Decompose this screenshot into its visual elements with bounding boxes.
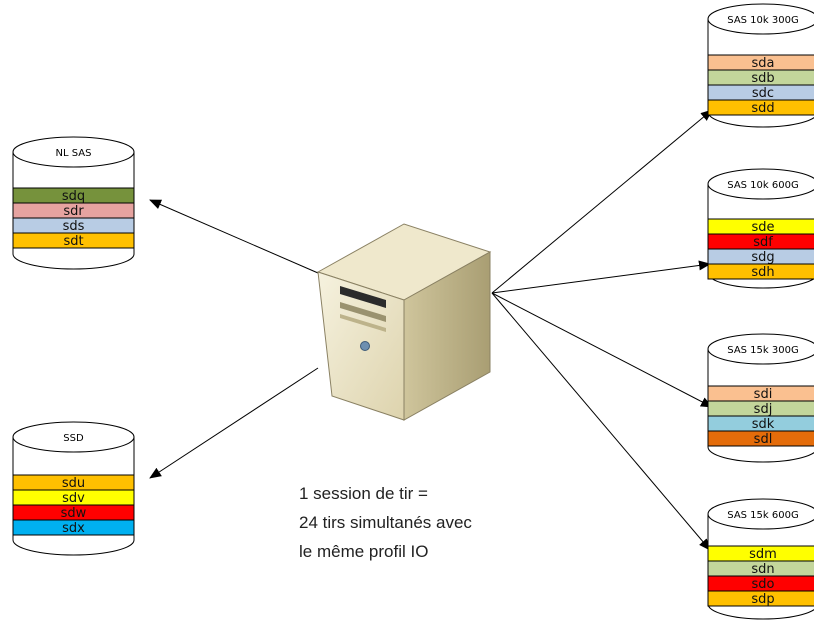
disk-label-sdk: sdk bbox=[752, 417, 775, 432]
group-title: SSD bbox=[63, 433, 84, 444]
disk-label-sdu: sdu bbox=[62, 476, 85, 491]
arrow-to-sas-15k-600g bbox=[491, 292, 711, 551]
disk-band-sdh bbox=[707, 263, 814, 280]
disk-band-sdp bbox=[707, 590, 814, 607]
cylinder-top bbox=[707, 168, 814, 200]
disk-label-sdg: sdg bbox=[751, 250, 774, 265]
disk-label-sdp: sdp bbox=[751, 592, 774, 607]
group-title: SAS 10k 300G bbox=[727, 15, 798, 26]
cylinder-top bbox=[707, 3, 814, 35]
disk-label-sdj: sdj bbox=[754, 402, 773, 417]
caption-line-1: 1 session de tir = bbox=[299, 484, 428, 503]
caption-line-2: 24 tirs simultanés avec bbox=[299, 513, 472, 532]
disk-label-sdr: sdr bbox=[63, 204, 84, 219]
arrow-to-ssd bbox=[149, 367, 319, 479]
disk-band-sdd bbox=[707, 99, 814, 116]
cylinder-top bbox=[707, 498, 814, 530]
group-title: NL SAS bbox=[56, 148, 92, 159]
cylinder-top bbox=[12, 136, 135, 168]
disk-label-sdf: sdf bbox=[753, 235, 773, 250]
disk-label-sde: sde bbox=[751, 220, 774, 235]
disk-label-sdv: sdv bbox=[62, 491, 85, 506]
group-title: SAS 15k 600G bbox=[727, 510, 798, 521]
disk-label-sdm: sdm bbox=[749, 547, 777, 562]
disk-label-sda: sda bbox=[752, 56, 775, 71]
disk-label-sdl: sdl bbox=[754, 432, 773, 447]
disk-label-sdd: sdd bbox=[751, 101, 774, 116]
caption: 1 session de tir = 24 tirs simultanés av… bbox=[299, 484, 472, 561]
disk-label-sdh: sdh bbox=[751, 265, 774, 280]
disk-band-sdl bbox=[707, 430, 814, 447]
arrow-to-sas-15k-300g bbox=[491, 292, 713, 408]
disk-label-sdc: sdc bbox=[752, 86, 774, 101]
connection-arrows bbox=[149, 109, 713, 551]
disk-label-sds: sds bbox=[63, 219, 85, 234]
cylinder-top bbox=[12, 421, 135, 453]
disk-label-sdi: sdi bbox=[754, 387, 773, 402]
cylinder-top bbox=[707, 333, 814, 365]
disk-band-sdx bbox=[12, 519, 135, 536]
arrow-to-nl-sas bbox=[149, 199, 319, 274]
arrow-to-sas-10k-600g bbox=[491, 260, 711, 294]
arrow-to-sas-10k-300g bbox=[491, 109, 713, 294]
caption-line-3: le même profil IO bbox=[299, 542, 428, 561]
disk-label-sdw: sdw bbox=[61, 506, 87, 521]
disk-label-sdx: sdx bbox=[62, 521, 85, 536]
disk-label-sdt: sdt bbox=[63, 234, 83, 249]
disk-label-sdn: sdn bbox=[751, 562, 774, 577]
disk-band-sdt bbox=[12, 232, 135, 249]
disk-label-sdo: sdo bbox=[752, 577, 775, 592]
group-title: SAS 15k 300G bbox=[727, 345, 798, 356]
group-title: SAS 10k 600G bbox=[727, 180, 798, 191]
disk-label-sdq: sdq bbox=[62, 189, 85, 204]
disk-label-sdb: sdb bbox=[751, 71, 774, 86]
server-icon bbox=[316, 223, 492, 421]
